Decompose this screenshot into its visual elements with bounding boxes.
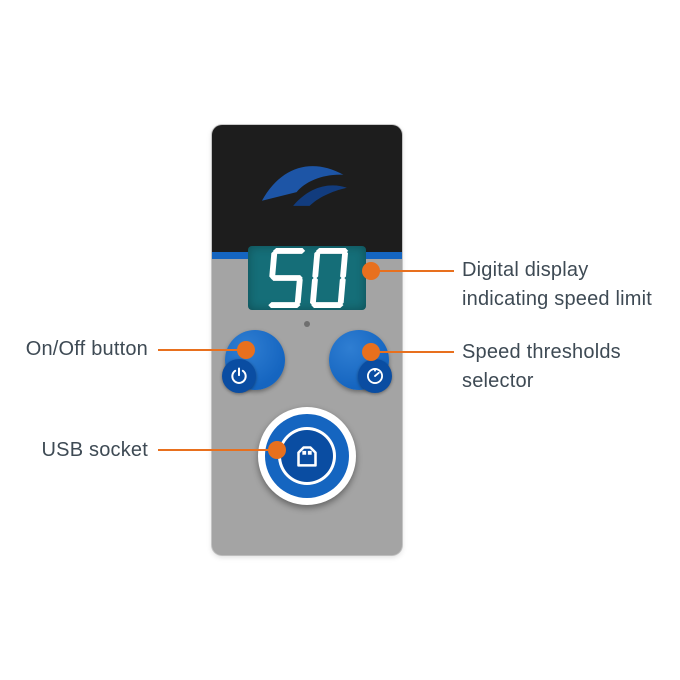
speedometer-icon [367,368,383,384]
usb-socket[interactable] [258,407,356,505]
label-line: Digital display [462,259,589,281]
power-icon [231,367,247,384]
display-value [265,248,349,308]
device-panel [212,125,402,555]
speed-limit-display [248,246,366,310]
speed-callout-line [378,351,454,353]
usb-callout-dot [268,441,286,459]
indicator-pinhole [304,321,310,327]
label-line: indicating speed limit [462,288,653,310]
speed-selector-cap[interactable] [358,359,392,393]
power-callout-dot [237,341,255,359]
label-line: Speed thresholds [462,341,621,363]
usb-callout-line [158,449,272,451]
device-header [212,125,402,252]
usb-b-icon [297,446,317,467]
label-line: USB socket [41,439,148,461]
speed-threshold-selector-button[interactable] [329,330,392,393]
usb-socket-gap [278,427,336,485]
label-line: On/Off button [25,338,148,360]
power-callout-label: On/Off button [26,335,148,364]
power-callout-line [158,349,240,351]
power-button[interactable] [222,330,285,393]
speed-callout-label: Speed thresholds selector [462,338,621,396]
display-callout-dot [362,262,380,280]
power-button-cap[interactable] [222,359,256,393]
usb-callout-label: USB socket [42,436,148,465]
label-line: selector [462,370,534,392]
usb-socket-ring [265,414,349,498]
usb-socket-core [281,430,333,482]
speed-callout-dot [362,343,380,361]
fish-logo-icon [261,165,347,206]
display-callout-line [378,270,454,272]
display-callout-label: Digital display indicating speed limit [462,256,652,314]
